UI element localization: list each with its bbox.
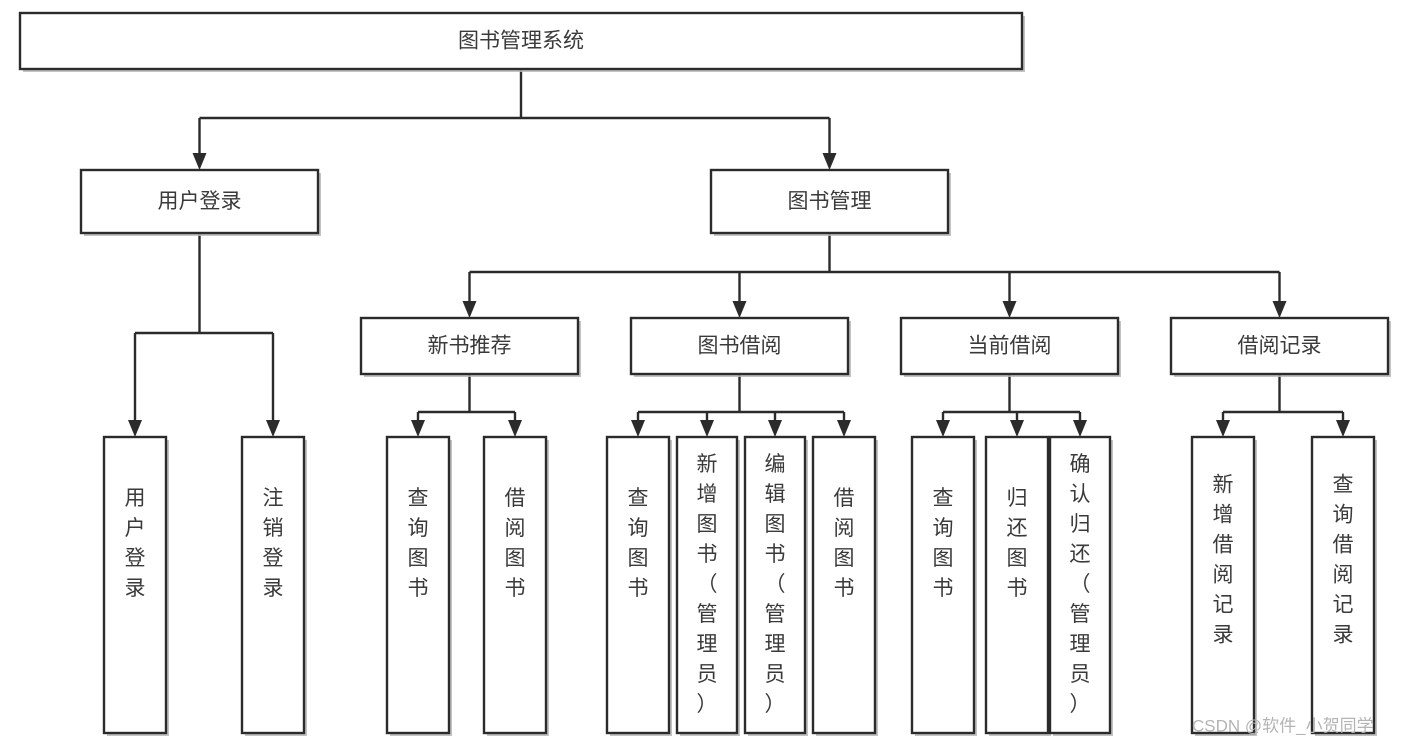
node-rect	[675, 435, 739, 735]
node-rect	[18, 11, 1024, 71]
arrow-to-borrow-record-head	[1272, 301, 1287, 318]
arrow-to-user-login-head	[192, 153, 207, 170]
node-rect	[1048, 435, 1112, 735]
node-leaf-query-book-borrow[interactable]: 查询图书	[605, 435, 672, 736]
arrow-to-leaf-add-book-admin-head	[700, 420, 714, 437]
node-rect	[359, 316, 580, 376]
node-leaf-return-book[interactable]: 归还图书	[984, 435, 1051, 736]
node-rect	[743, 435, 807, 735]
node-label: 用户登录	[158, 190, 242, 213]
node-leaf-borrow-book[interactable]: 借阅图书	[811, 435, 878, 736]
node-rect	[102, 435, 168, 735]
arrow-to-leaf-return-book-head	[1010, 420, 1024, 437]
arrow-to-leaf-borrow-book-recommend-head	[508, 420, 522, 437]
node-leaf-user-login[interactable]: 用户登录	[102, 435, 169, 736]
node-leaf-query-book-current[interactable]: 查询图书	[910, 435, 977, 736]
node-borrow-record[interactable]: 借阅记录	[1169, 316, 1391, 377]
arrow-to-leaf-edit-book-admin-head	[768, 420, 782, 437]
node-label: 图书管理	[788, 190, 872, 213]
arrow-to-leaf-query-book-recommend-head	[411, 420, 425, 437]
node-label: 查询图书	[408, 487, 429, 600]
arrow-to-leaf-query-book-borrow-head	[631, 420, 645, 437]
arrow-to-leaf-borrow-book-head	[837, 420, 851, 437]
node-rect	[1169, 316, 1390, 376]
node-rect	[709, 168, 950, 235]
node-label: 借阅图书	[505, 487, 526, 600]
node-rect	[79, 168, 320, 235]
arrow-to-leaf-query-book-current-head	[936, 420, 950, 437]
node-rect	[385, 435, 451, 735]
node-label: 用户登录	[125, 487, 146, 600]
node-rect	[482, 435, 548, 735]
node-label: 借阅记录	[1238, 335, 1322, 358]
node-leaf-query-borrow-record[interactable]: 查询借阅记录	[1310, 435, 1377, 736]
arrow-to-book-borrow-head	[732, 301, 747, 318]
csdn-watermark: CSDN @软件_小贺同学	[1192, 716, 1374, 735]
arrow-to-leaf-query-borrow-record-head	[1336, 420, 1350, 437]
arrow-to-new-book-recommend-head	[462, 301, 477, 318]
node-label: 查询图书	[933, 487, 954, 600]
node-label: 图书借阅	[698, 335, 782, 358]
arrow-to-leaf-add-borrow-record-head	[1216, 420, 1230, 437]
node-rect	[984, 435, 1050, 735]
node-current-borrow[interactable]: 当前借阅	[899, 316, 1121, 377]
node-label: 新书推荐	[428, 335, 512, 358]
node-label: 查询借阅记录	[1333, 473, 1354, 646]
node-rect	[240, 435, 306, 735]
arrow-to-leaf-confirm-return-admin-head	[1073, 420, 1087, 437]
node-label: 当前借阅	[968, 335, 1052, 358]
node-rect	[605, 435, 671, 735]
node-leaf-borrow-book-recommend[interactable]: 借阅图书	[482, 435, 549, 736]
node-book-borrow[interactable]: 图书借阅	[629, 316, 851, 377]
node-label: 图书管理系统	[458, 30, 584, 53]
node-leaf-logout-login[interactable]: 注销登录	[240, 435, 307, 736]
node-label: 新增图书（管理员）	[697, 453, 718, 716]
node-leaf-add-borrow-record[interactable]: 新增借阅记录	[1190, 435, 1257, 736]
node-label: 注销登录	[263, 487, 284, 600]
node-user-login[interactable]: 用户登录	[79, 168, 321, 236]
node-label: 新增借阅记录	[1213, 473, 1234, 646]
node-label: 归还图书	[1007, 487, 1028, 600]
node-layer: 图书管理系统用户登录图书管理新书推荐图书借阅当前借阅借阅记录用户登录注销登录查询…	[18, 11, 1391, 736]
node-rect	[629, 316, 850, 376]
arrow-to-current-borrow-head	[1002, 301, 1017, 318]
node-leaf-edit-book-admin[interactable]: 编辑图书（管理员）	[743, 435, 808, 736]
node-label: 借阅图书	[834, 487, 855, 600]
arrow-to-leaf-logout-login-head	[266, 420, 280, 437]
node-rect	[811, 435, 877, 735]
node-label: 编辑图书（管理员）	[765, 453, 786, 716]
arrow-to-leaf-user-login-head	[128, 420, 142, 437]
connector-layer	[128, 69, 1350, 437]
node-root[interactable]: 图书管理系统	[18, 11, 1025, 72]
node-leaf-add-book-admin[interactable]: 新增图书（管理员）	[675, 435, 740, 736]
node-book-management[interactable]: 图书管理	[709, 168, 951, 236]
node-leaf-confirm-return-admin[interactable]: 确认归还（管理员）	[1048, 435, 1113, 736]
node-rect	[899, 316, 1120, 376]
node-leaf-query-book-recommend[interactable]: 查询图书	[385, 435, 452, 736]
node-label: 查询图书	[628, 487, 649, 600]
node-rect	[1190, 435, 1256, 735]
arrow-to-book-management-head	[822, 153, 837, 170]
node-new-book-recommend[interactable]: 新书推荐	[359, 316, 581, 377]
node-rect	[910, 435, 976, 735]
node-label: 确认归还（管理员）	[1070, 453, 1091, 716]
node-rect	[1310, 435, 1376, 735]
